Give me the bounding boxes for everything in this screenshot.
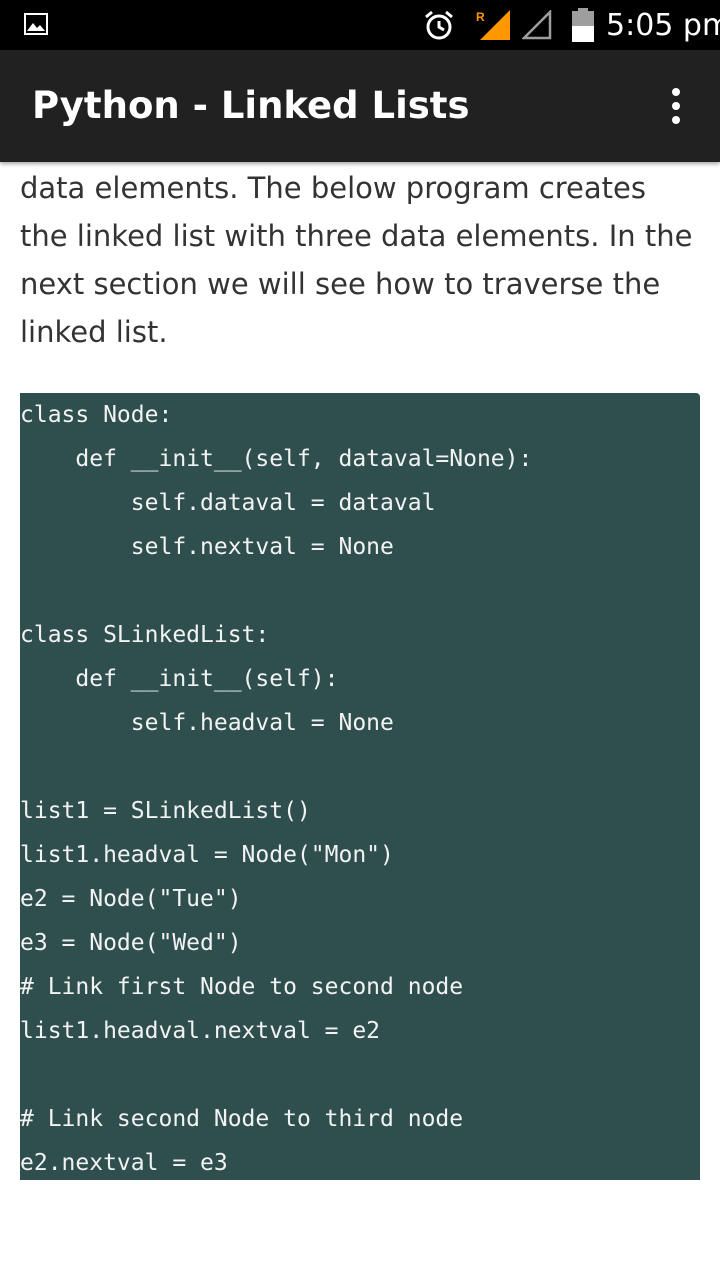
roaming-badge: R [476,10,485,24]
alarm-icon [425,10,453,40]
code-line: e3 = Node("Wed") [20,930,242,956]
more-vert-icon[interactable] [656,80,696,132]
code-line: self.dataval = dataval [20,490,436,516]
code-line: def __init__(self): [20,666,339,692]
page-title: Python - Linked Lists [32,84,470,127]
menu-dot [672,88,680,96]
code-line: self.headval = None [20,710,394,736]
status-time: 5:05 pm [606,8,720,43]
intro-paragraph: data elements. The below program creates… [20,171,693,349]
battery-icon [572,8,594,42]
code-line: e2.nextval = e3 [20,1150,228,1176]
code-line: list1.headval = Node("Mon") [20,842,394,868]
menu-dot [672,102,680,110]
signal-roaming-icon: R [476,10,510,40]
code-line: self.nextval = None [20,534,394,560]
code-line: list1.headval.nextval = e2 [20,1018,381,1044]
status-bar: R 5:05 pm [0,0,720,50]
app-bar: Python - Linked Lists [0,50,720,162]
code-line [20,1053,532,1097]
code-line: # Link first Node to second node [20,974,464,1000]
code-line: class SLinkedList: [20,622,270,648]
code-line [20,745,532,789]
code-line: def __init__(self, dataval=None): [20,446,533,472]
code-line: list1 = SLinkedList() [20,798,311,824]
code-line: # Link second Node to third node [20,1106,464,1132]
code-line: e2 = Node("Tue") [20,886,242,912]
menu-dot [672,116,680,124]
article-content[interactable]: data elements. The below program creates… [0,162,720,1280]
code-lines: class Node: def __init__(self, dataval=N… [20,393,532,1180]
signal-empty-icon [522,10,552,40]
code-line [20,569,532,613]
code-line: class Node: [20,402,173,428]
code-block[interactable]: class Node: def __init__(self, dataval=N… [20,393,700,1180]
gallery-icon [24,13,48,35]
